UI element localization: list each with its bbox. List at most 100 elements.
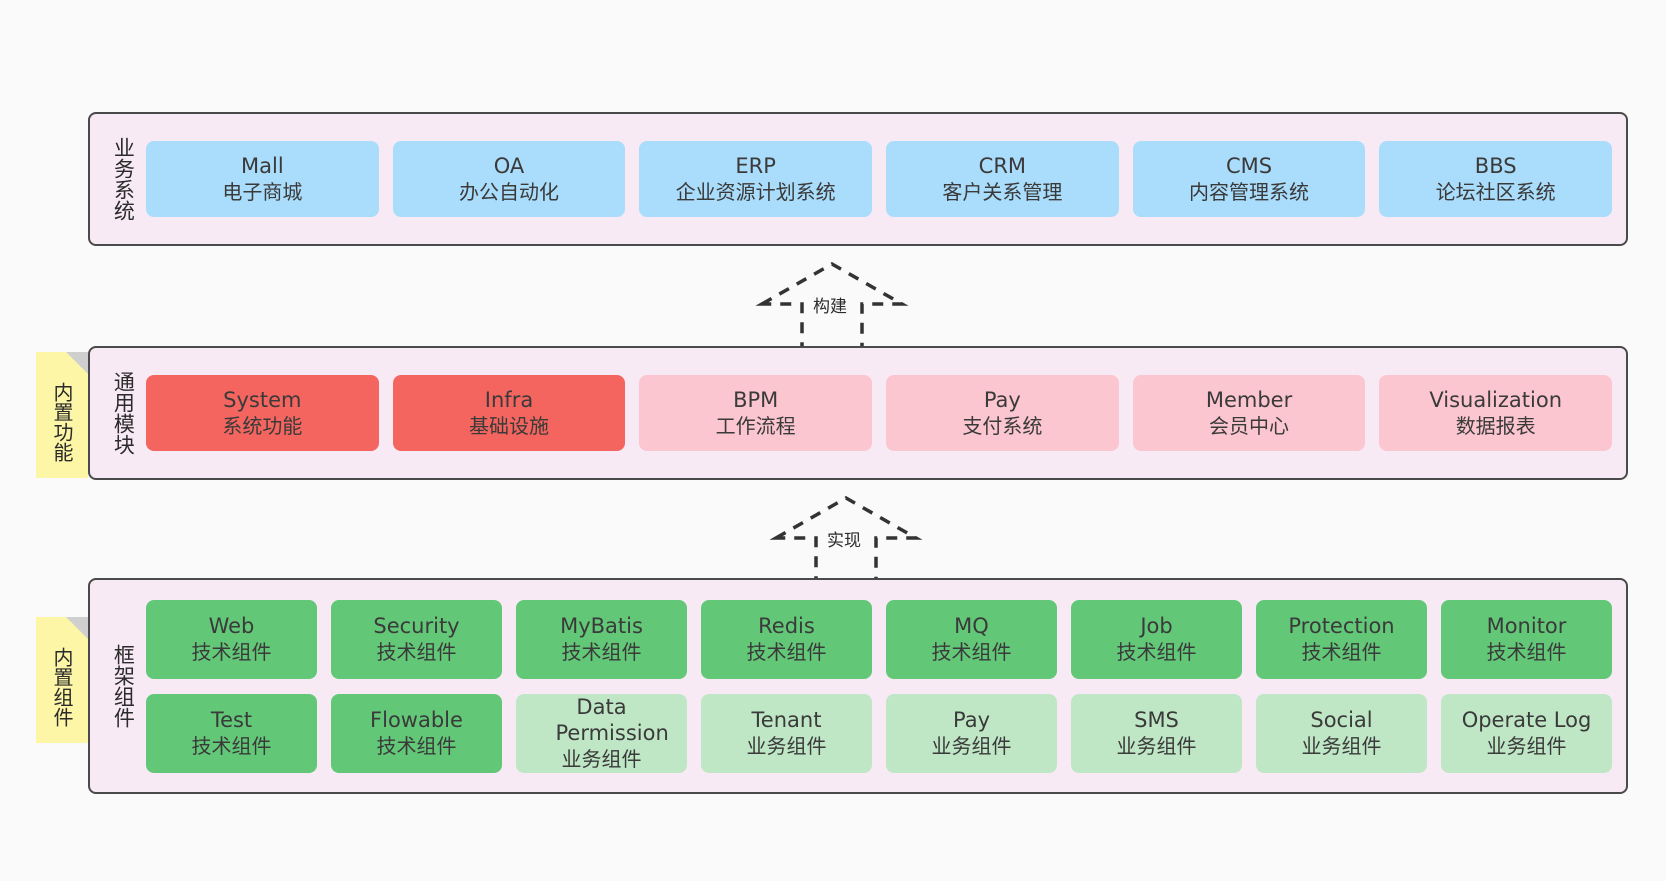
node-system[interactable]: System 系统功能 bbox=[146, 375, 379, 451]
node-title: Web bbox=[208, 614, 255, 639]
node-subtitle: 技术组件 bbox=[1116, 639, 1197, 664]
node-redis[interactable]: Redis 技术组件 bbox=[701, 599, 872, 679]
node-security[interactable]: Security 技术组件 bbox=[331, 599, 502, 679]
node-bpm[interactable]: BPM 工作流程 bbox=[639, 375, 873, 451]
node-pay-component[interactable]: Pay 业务组件 bbox=[886, 693, 1057, 773]
node-flowable[interactable]: Flowable 技术组件 bbox=[331, 693, 502, 773]
node-subtitle: 业务组件 bbox=[1301, 733, 1382, 758]
node-subtitle: 技术组件 bbox=[191, 733, 272, 758]
node-subtitle: 业务组件 bbox=[1116, 733, 1197, 758]
node-subtitle: 论坛社区系统 bbox=[1435, 179, 1556, 204]
node-mall[interactable]: Mall 电子商城 bbox=[146, 141, 379, 217]
node-subtitle: 技术组件 bbox=[1486, 639, 1567, 664]
node-title: CRM bbox=[978, 154, 1027, 179]
node-data-permission[interactable]: Data Permission 业务组件 bbox=[516, 693, 687, 773]
node-title: Redis bbox=[758, 614, 815, 639]
node-subtitle: 企业资源计划系统 bbox=[675, 179, 836, 204]
node-oa[interactable]: OA 办公自动化 bbox=[392, 141, 626, 217]
node-job[interactable]: Job 技术组件 bbox=[1071, 599, 1242, 679]
node-member[interactable]: Member 会员中心 bbox=[1132, 375, 1366, 451]
implement-arrow-icon bbox=[769, 495, 923, 584]
node-bbs[interactable]: BBS 论坛社区系统 bbox=[1379, 141, 1613, 217]
node-title: Mall bbox=[241, 154, 284, 179]
node-subtitle: 电子商城 bbox=[222, 179, 303, 204]
implement-arrow: 实现 bbox=[766, 492, 926, 584]
node-title: Pay bbox=[952, 708, 991, 733]
layer-common-modules: 通用模块 System 系统功能 Infra 基础设施 BPM 工作流程 Pay… bbox=[88, 346, 1628, 480]
node-erp[interactable]: ERP 企业资源计划系统 bbox=[639, 141, 873, 217]
node-title: Tenant bbox=[751, 708, 822, 733]
note-builtin-components: 内置组件 bbox=[36, 617, 88, 743]
layer-title-common: 通用模块 bbox=[111, 371, 136, 455]
node-infra[interactable]: Infra 基础设施 bbox=[392, 375, 626, 451]
note-label: 内置功能 bbox=[50, 382, 74, 462]
note-fold-corner-icon bbox=[66, 617, 88, 639]
node-sms[interactable]: SMS 业务组件 bbox=[1071, 693, 1242, 773]
node-title: SMS bbox=[1134, 708, 1179, 733]
build-arrow: 构建 bbox=[752, 258, 912, 350]
node-title: CMS bbox=[1225, 154, 1273, 179]
layer-body-framework: Web 技术组件 Security 技术组件 MyBatis 技术组件 Redi… bbox=[146, 580, 1626, 792]
build-arrow-label: 构建 bbox=[810, 291, 850, 318]
node-title: Infra bbox=[484, 388, 534, 413]
layer-business-systems: 业务系统 Mall 电子商城 OA 办公自动化 ERP 企业资源计划系统 CRM… bbox=[88, 112, 1628, 246]
note-builtin-functions: 内置功能 bbox=[36, 352, 88, 478]
node-subtitle: 技术组件 bbox=[561, 639, 642, 664]
node-protection[interactable]: Protection 技术组件 bbox=[1256, 599, 1427, 679]
node-title: Protection bbox=[1288, 614, 1395, 639]
node-title: Job bbox=[1140, 614, 1173, 639]
node-subtitle: 技术组件 bbox=[746, 639, 827, 664]
note-label: 内置组件 bbox=[50, 647, 74, 727]
node-subtitle: 技术组件 bbox=[1301, 639, 1382, 664]
node-web[interactable]: Web 技术组件 bbox=[146, 599, 317, 679]
node-title: Monitor bbox=[1486, 614, 1567, 639]
implement-arrow-label: 实现 bbox=[824, 525, 864, 552]
node-title: Operate Log bbox=[1461, 708, 1592, 733]
note-fold-corner-icon bbox=[66, 352, 88, 374]
node-row: System 系统功能 Infra 基础设施 BPM 工作流程 Pay 支付系统… bbox=[146, 375, 1613, 451]
node-subtitle: 业务组件 bbox=[561, 746, 642, 771]
node-operate-log[interactable]: Operate Log 业务组件 bbox=[1441, 693, 1612, 773]
node-subtitle: 内容管理系统 bbox=[1189, 179, 1310, 204]
layer-title-business: 业务系统 bbox=[111, 137, 136, 221]
node-title: OA bbox=[493, 154, 525, 179]
node-title: Security bbox=[373, 614, 460, 639]
node-pay[interactable]: Pay 支付系统 bbox=[886, 375, 1119, 451]
node-title: System bbox=[223, 388, 302, 413]
node-title: BBS bbox=[1474, 154, 1517, 179]
node-row: Test 技术组件 Flowable 技术组件 Data Permission … bbox=[146, 693, 1612, 773]
layer-framework-components: 框架组件 Web 技术组件 Security 技术组件 MyBatis 技术组件… bbox=[88, 578, 1628, 794]
node-test[interactable]: Test 技术组件 bbox=[146, 693, 317, 773]
node-monitor[interactable]: Monitor 技术组件 bbox=[1441, 599, 1612, 679]
node-subtitle: 技术组件 bbox=[376, 733, 457, 758]
node-mybatis[interactable]: MyBatis 技术组件 bbox=[516, 599, 687, 679]
node-title: BPM bbox=[733, 388, 779, 413]
layer-title-framework: 框架组件 bbox=[111, 644, 136, 728]
node-subtitle: 技术组件 bbox=[931, 639, 1012, 664]
node-title: MQ bbox=[954, 614, 989, 639]
node-title: ERP bbox=[735, 154, 776, 179]
node-title: Flowable bbox=[370, 708, 463, 733]
node-social[interactable]: Social 业务组件 bbox=[1256, 693, 1427, 773]
node-title: Pay bbox=[983, 388, 1021, 413]
node-subtitle: 业务组件 bbox=[1486, 733, 1567, 758]
layer-body-business: Mall 电子商城 OA 办公自动化 ERP 企业资源计划系统 CRM 客户关系… bbox=[146, 114, 1626, 244]
node-subtitle: 会员中心 bbox=[1209, 413, 1290, 438]
node-visualization[interactable]: Visualization 数据报表 bbox=[1379, 375, 1613, 451]
node-crm[interactable]: CRM 客户关系管理 bbox=[886, 141, 1119, 217]
node-subtitle: 客户关系管理 bbox=[942, 179, 1063, 204]
node-row: Mall 电子商城 OA 办公自动化 ERP 企业资源计划系统 CRM 客户关系… bbox=[146, 141, 1613, 217]
node-mq[interactable]: MQ 技术组件 bbox=[886, 599, 1057, 679]
node-title: Visualization bbox=[1429, 388, 1563, 413]
node-subtitle: 工作流程 bbox=[715, 413, 796, 438]
node-subtitle: 技术组件 bbox=[376, 639, 457, 664]
node-title: Test bbox=[210, 708, 253, 733]
node-tenant[interactable]: Tenant 业务组件 bbox=[701, 693, 872, 773]
node-subtitle: 支付系统 bbox=[962, 413, 1043, 438]
node-subtitle: 业务组件 bbox=[931, 733, 1012, 758]
node-cms[interactable]: CMS 内容管理系统 bbox=[1132, 141, 1366, 217]
node-title: MyBatis bbox=[560, 614, 643, 639]
node-subtitle: 技术组件 bbox=[191, 639, 272, 664]
build-arrow-icon bbox=[755, 261, 909, 350]
